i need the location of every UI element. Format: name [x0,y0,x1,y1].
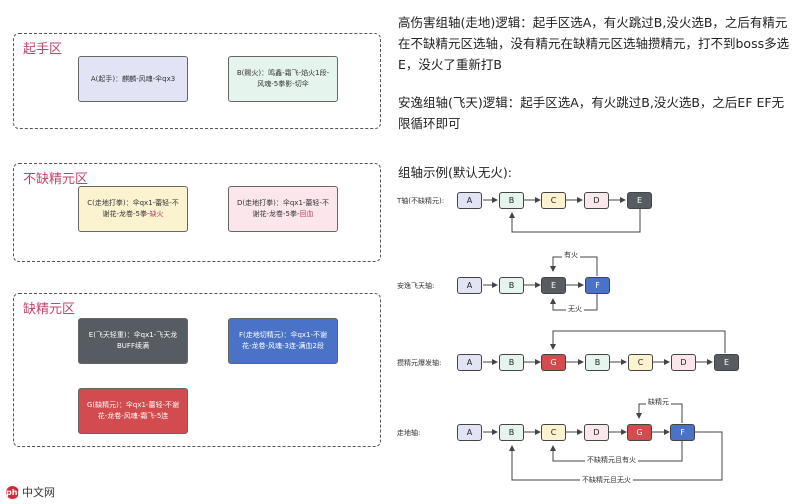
card-f: F(走地切精元)：伞qx1-不谢花-龙卷-风魂-3连-满血2段 [228,318,338,364]
row3-node-d: D [671,354,696,371]
start-zone-title: 起手区 [20,38,66,57]
row-label-1: T轴(不缺精元): [397,197,445,205]
row4-node-d: D [584,424,609,441]
row2-node-f: F [585,277,610,294]
row-label-2: 安逸飞天轴: [397,282,435,290]
card-a: A(起手)：麒麟-风魂-伞qx3 [78,56,188,102]
row1-node-a: A [457,192,482,209]
row2-node-b: B [499,277,524,294]
row4-node-g: G [627,424,652,441]
card-e-text: E(飞天轻重)：伞qx1-飞天龙BUFF续满 [88,331,178,350]
row2-node-e: E [541,277,566,294]
site-logo[interactable]: php 中文网 [6,484,55,500]
examples-title: 组轴示例(默认无火): [398,165,512,180]
card-c-tail: 缺火 [149,210,164,218]
row1-node-d: D [584,192,609,209]
row-label-4: 走地轴: [397,429,421,437]
row1-node-e: E [627,192,652,209]
card-g-text: G(缺精元)：伞qx1-蕾轻-不谢花-龙卷-风魂-霜飞-5连 [87,401,179,420]
row3-node-b: B [499,354,524,371]
paragraph-high-damage: 高伤害组轴(走地)逻辑：起手区选A，有火跳过B,没火选B，之后有精元在不缺精元区… [398,15,790,72]
note-no-lack-and-fire: 不缺精元且有火 [585,455,638,465]
row4-node-f: F [670,424,695,441]
row1-node-c: C [541,192,566,209]
row3-node-c: C [628,354,653,371]
card-b-text: B(赐火)：鸣鑫-霜飞-焰火1段-风魂-5拳影-切伞 [236,69,330,88]
card-b: B(赐火)：鸣鑫-霜飞-焰火1段-风魂-5拳影-切伞 [228,56,338,102]
paragraph-easy: 安逸组轴(飞天)逻辑：起手区选A，有火跳过B,没火选B，之后EF EF无限循环即… [398,95,785,131]
lack-zone-title: 缺精元区 [20,298,79,317]
row4-node-b: B [499,424,524,441]
row3-node-b2: B [585,354,610,371]
card-f-text: F(走地切精元)：伞qx1-不谢花-龙卷-风魂-3连-满血2段 [238,331,328,350]
card-c-text: C(走地打拳)：伞qx1-蕾轻-不谢花-龙卷-5拳- [87,199,179,218]
row2-node-a: A [457,277,482,294]
card-d-tail: 回血 [299,210,314,218]
note-no-lack-no-fire: 不缺精元且无火 [580,475,633,485]
note-has-fire: 有火 [562,250,580,260]
note-lack-jingyuan: 缺精元 [646,397,671,407]
card-a-text: A(起手)：麒麟-风魂-伞qx3 [90,74,176,83]
row1-node-b: B [499,192,524,209]
no-lack-zone-title: 不缺精元区 [20,168,92,187]
note-no-fire: 无火 [566,304,584,314]
row4-node-c: C [541,424,566,441]
card-c: C(走地打拳)：伞qx1-蕾轻-不谢花-龙卷-5拳-缺火 [78,186,188,232]
php-logo-icon: php [6,485,24,499]
row3-node-e: E [714,354,739,371]
card-d: D(走地打拳)：伞qx1-蕾轻-不谢花-龙卷-5拳-回血 [228,186,338,232]
row4-node-a: A [457,424,482,441]
row3-node-g: G [541,354,566,371]
site-logo-text: 中文网 [22,486,55,499]
card-d-text: D(走地打拳)：伞qx1-蕾轻-不谢花-龙卷-5拳- [237,199,329,218]
row3-node-a: A [457,354,482,371]
card-e: E(飞天轻重)：伞qx1-飞天龙BUFF续满 [78,318,188,364]
card-g: G(缺精元)：伞qx1-蕾轻-不谢花-龙卷-风魂-霜飞-5连 [78,388,188,434]
row-label-3: 攒精元爆发轴: [397,359,442,367]
